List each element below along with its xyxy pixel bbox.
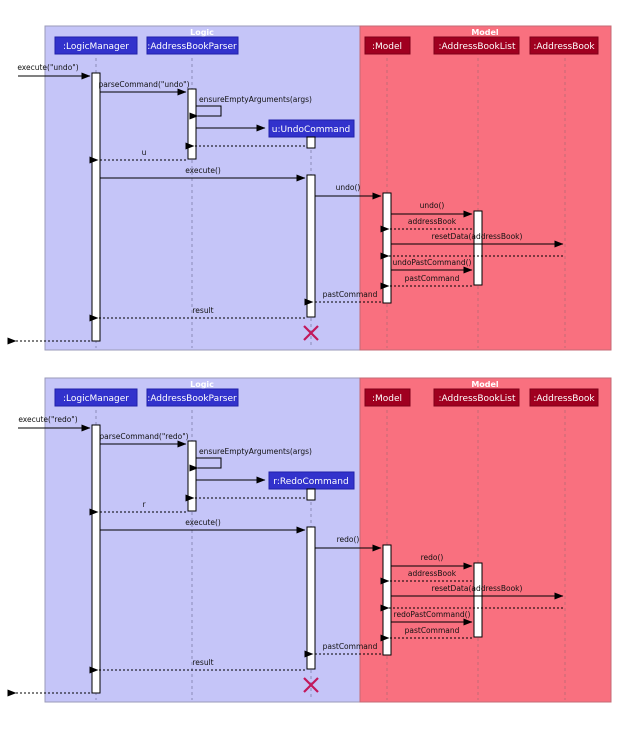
message-redo-ablist: redo() bbox=[391, 553, 473, 570]
model-group-panel bbox=[359, 377, 612, 703]
message-return-addressbook-label: addressBook bbox=[408, 569, 457, 578]
message-return-pastcommand-cmd-label: pastCommand bbox=[323, 642, 378, 651]
participant-addressbook[interactable]: :AddressBook bbox=[529, 36, 599, 55]
activation-logicmanager bbox=[91, 424, 101, 694]
message-return-pastcommand-model: pastCommand bbox=[380, 274, 472, 290]
message-return-pastcommand-model-label: pastCommand bbox=[405, 626, 460, 635]
model-group-panel bbox=[359, 25, 612, 351]
destroy-x-marker bbox=[303, 677, 319, 693]
message-return-addressbook: addressBook bbox=[380, 569, 472, 585]
activation-logicmanager bbox=[91, 72, 101, 342]
message-parsecommand-label: parseCommand("undo") bbox=[98, 80, 189, 89]
message-return-pastcommand-cmd: pastCommand bbox=[304, 290, 381, 306]
activation-undocommand-create bbox=[306, 136, 316, 149]
message-return-pastcommand-model-label: pastCommand bbox=[405, 274, 460, 283]
participant-redocommand[interactable]: r:RedoCommand bbox=[268, 471, 355, 490]
message-redopastcommand: redoPastCommand() bbox=[391, 610, 473, 626]
message-return-result: result bbox=[89, 306, 305, 322]
message-redo-model: redo() bbox=[315, 535, 382, 552]
message-return-pastcommand-cmd: pastCommand bbox=[304, 642, 381, 658]
message-parsecommand: parseCommand("undo") bbox=[98, 80, 190, 96]
message-ensureemptyarguments: ensureEmptyArguments(args) bbox=[189, 447, 312, 472]
message-resetdata-label: resetData(addressBook) bbox=[432, 584, 523, 593]
message-return-result-label: result bbox=[192, 658, 213, 667]
participant-addressbookparser[interactable]: :AddressBookParser bbox=[146, 36, 239, 55]
participant-addressbooklist-label: :AddressBookList bbox=[438, 42, 515, 52]
participant-model[interactable]: :Model bbox=[364, 36, 411, 55]
message-return-pastcommand-model: pastCommand bbox=[380, 626, 472, 642]
destroy-x-marker bbox=[303, 325, 319, 341]
message-resetdata-label: resetData(addressBook) bbox=[432, 232, 523, 241]
message-execute-redo: execute("redo") bbox=[18, 415, 91, 432]
message-undopastcommand: undoPastCommand() bbox=[391, 258, 473, 274]
activation-addressbooklist bbox=[473, 562, 483, 638]
message-execute-label: execute() bbox=[185, 166, 221, 175]
message-return-u-label: u bbox=[142, 148, 147, 157]
message-execute-label: execute() bbox=[185, 518, 221, 527]
participant-model-label: :Model bbox=[372, 42, 402, 52]
message-return-addressbook: addressBook bbox=[380, 217, 472, 233]
participant-undocommand[interactable]: u:UndoCommand bbox=[268, 119, 355, 138]
participant-logicmanager-label: :LogicManager bbox=[63, 394, 129, 404]
participant-addressbook-label: :AddressBook bbox=[533, 42, 595, 52]
message-return-result-label: result bbox=[192, 306, 213, 315]
participant-logicmanager-label: :LogicManager bbox=[63, 42, 129, 52]
message-return-r: r bbox=[89, 500, 186, 516]
message-execute: execute() bbox=[100, 166, 306, 182]
logic-group-label: Logic bbox=[190, 380, 214, 389]
activation-redocommand-create bbox=[306, 488, 316, 501]
participant-undocommand-label: u:UndoCommand bbox=[272, 125, 351, 135]
activation-model bbox=[382, 544, 392, 656]
message-parsecommand: parseCommand("redo") bbox=[99, 432, 189, 448]
participant-addressbookparser-label: :AddressBookParser bbox=[147, 394, 237, 404]
undo-sequence-diagram: Logic Model :LogicManager :AddressBookPa… bbox=[0, 0, 624, 360]
participant-addressbook-label: :AddressBook bbox=[533, 394, 595, 404]
model-group-label: Model bbox=[471, 28, 499, 37]
message-undo-model: undo() bbox=[315, 183, 382, 200]
participant-model[interactable]: :Model bbox=[364, 388, 411, 407]
participant-addressbooklist[interactable]: :AddressBookList bbox=[433, 388, 520, 407]
participant-addressbook[interactable]: :AddressBook bbox=[529, 388, 599, 407]
message-undo-ablist-label: undo() bbox=[420, 201, 445, 210]
activation-addressbookparser bbox=[187, 88, 197, 160]
message-resetdata: resetData(addressBook) bbox=[391, 584, 564, 600]
message-return-u: u bbox=[89, 148, 186, 164]
message-ensureemptyarguments-label: ensureEmptyArguments(args) bbox=[199, 95, 312, 104]
participant-logicmanager[interactable]: :LogicManager bbox=[54, 388, 138, 407]
message-undo-ablist: undo() bbox=[391, 201, 473, 218]
message-execute: execute() bbox=[100, 518, 306, 534]
message-redo-ablist-label: redo() bbox=[421, 553, 444, 562]
redo-sequence-diagram: Logic Model :LogicManager :AddressBookPa… bbox=[0, 368, 624, 728]
message-return-addressbook-label: addressBook bbox=[408, 217, 457, 226]
participant-addressbooklist-label: :AddressBookList bbox=[438, 394, 515, 404]
participant-model-label: :Model bbox=[372, 394, 402, 404]
message-undo-model-label: undo() bbox=[336, 183, 361, 192]
activation-redocommand bbox=[306, 526, 316, 670]
message-execute-undo: execute("undo") bbox=[17, 63, 91, 80]
message-execute-undo-label: execute("undo") bbox=[17, 63, 78, 72]
message-undopastcommand-label: undoPastCommand() bbox=[393, 258, 472, 267]
message-redopastcommand-label: redoPastCommand() bbox=[394, 610, 471, 619]
model-group-label: Model bbox=[471, 380, 499, 389]
participant-redocommand-label: r:RedoCommand bbox=[273, 477, 348, 487]
logic-group-label: Logic bbox=[190, 28, 214, 37]
message-resetdata: resetData(addressBook) bbox=[391, 232, 564, 248]
activation-model bbox=[382, 192, 392, 304]
participant-logicmanager[interactable]: :LogicManager bbox=[54, 36, 138, 55]
activation-addressbooklist bbox=[473, 210, 483, 286]
message-ensureemptyarguments-label: ensureEmptyArguments(args) bbox=[199, 447, 312, 456]
message-return-r-label: r bbox=[142, 500, 146, 509]
message-return-result: result bbox=[89, 658, 305, 674]
message-ensureemptyarguments: ensureEmptyArguments(args) bbox=[189, 95, 312, 120]
activation-undocommand bbox=[306, 174, 316, 318]
participant-addressbooklist[interactable]: :AddressBookList bbox=[433, 36, 520, 55]
activation-addressbookparser bbox=[187, 440, 197, 512]
message-parsecommand-label: parseCommand("redo") bbox=[99, 432, 188, 441]
message-execute-redo-label: execute("redo") bbox=[18, 415, 77, 424]
message-return-pastcommand-cmd-label: pastCommand bbox=[323, 290, 378, 299]
participant-addressbookparser[interactable]: :AddressBookParser bbox=[146, 388, 239, 407]
participant-addressbookparser-label: :AddressBookParser bbox=[147, 42, 237, 52]
message-redo-model-label: redo() bbox=[337, 535, 360, 544]
